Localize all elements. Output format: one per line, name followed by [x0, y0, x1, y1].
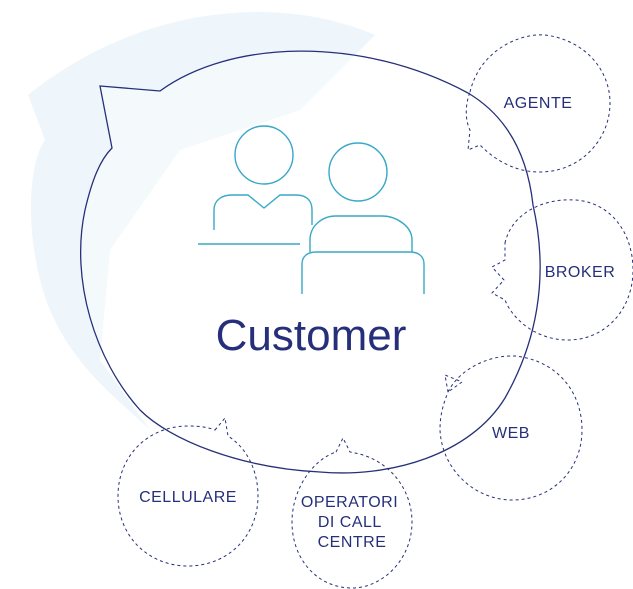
web-bubble: [439, 355, 583, 501]
operatori-line-3: CENTRE: [318, 534, 387, 551]
web-label: WEB: [492, 425, 530, 442]
person-back-head: [234, 125, 294, 185]
broker-bubble: [491, 199, 633, 341]
people-icon: [198, 125, 425, 294]
person-front-body: [309, 215, 413, 252]
person-front-head: [328, 142, 388, 202]
customer-bubble-outline: [79, 50, 541, 474]
customer-title: Customer: [216, 311, 407, 360]
channel-operatori: OPERATORI DI CALL CENTRE: [291, 436, 413, 589]
operatori-label: OPERATORI DI CALL CENTRE: [301, 494, 403, 551]
operatori-line-1: OPERATORI: [301, 494, 398, 511]
broker-label: BROKER: [545, 264, 616, 281]
agente-label: AGENTE: [504, 95, 573, 112]
cellulare-label: CELLULARE: [139, 489, 237, 506]
channel-agente: AGENTE: [465, 34, 611, 173]
background-blob: [28, 12, 375, 430]
operatori-line-2: DI CALL: [318, 514, 382, 531]
person-back-shoulders: [213, 194, 313, 230]
person-front-chair: [301, 251, 425, 294]
channel-cellulare: CELLULARE: [117, 416, 259, 567]
channel-web: WEB: [439, 355, 583, 501]
channel-broker: BROKER: [491, 199, 633, 341]
cellulare-bubble: [117, 416, 259, 567]
